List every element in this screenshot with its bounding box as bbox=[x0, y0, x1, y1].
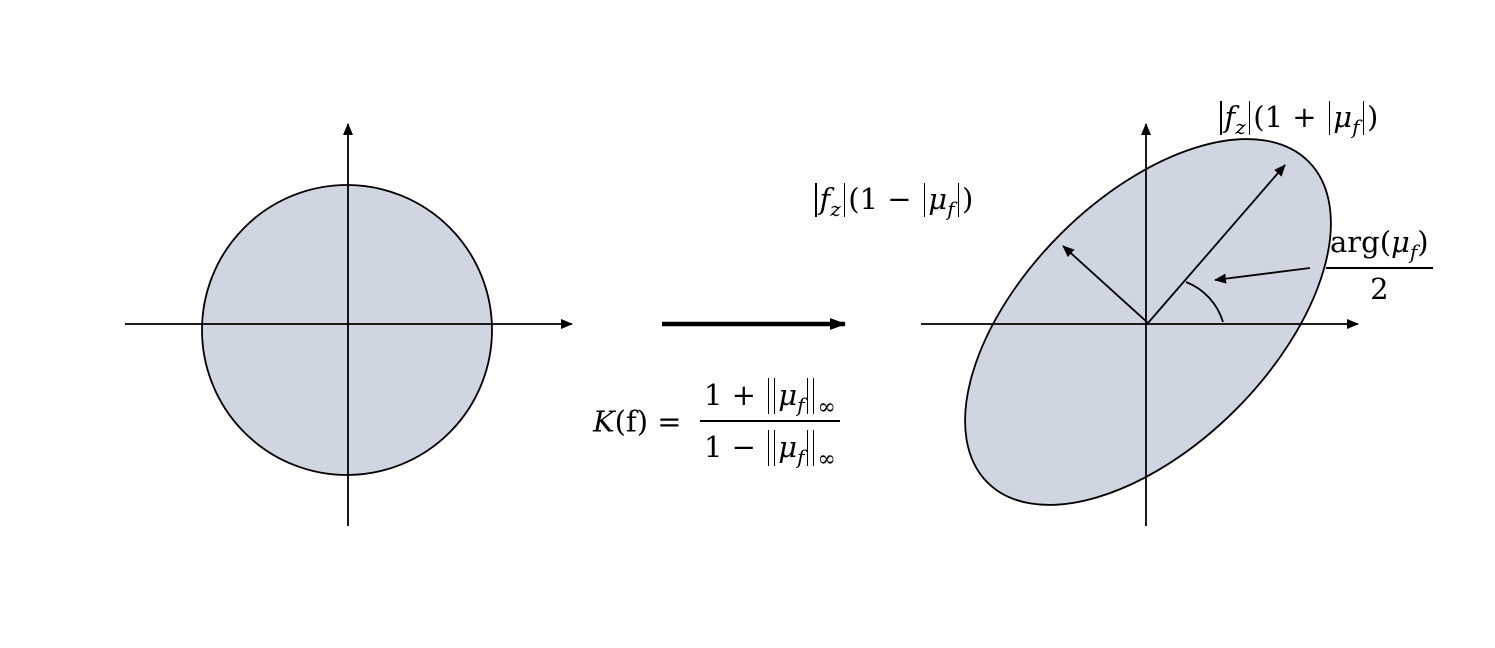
minor-f: f bbox=[819, 182, 831, 216]
minor-mu-sub: f bbox=[947, 197, 955, 221]
major-f-sub: z bbox=[1235, 115, 1246, 139]
angle-arc bbox=[1185, 281, 1224, 323]
angle-label: arg(μf) 2 bbox=[1326, 228, 1433, 304]
unit-disk bbox=[201, 184, 493, 476]
major-close: ) bbox=[1367, 100, 1379, 134]
angle-denominator: 2 bbox=[1370, 272, 1389, 306]
formula-den-mu: μ bbox=[778, 430, 798, 464]
formula-num-inf: ∞ bbox=[817, 395, 836, 420]
formula-den-inf: ∞ bbox=[817, 447, 836, 472]
angle-mu: μ bbox=[1391, 225, 1410, 259]
angle-arg: arg( bbox=[1330, 225, 1392, 259]
major-semi-axis-arrow bbox=[1147, 164, 1286, 324]
formula-equals: = bbox=[648, 404, 691, 439]
dilatation-formula: K(f) = 1 + μf∞ 1 − μf∞ bbox=[593, 378, 840, 471]
major-mu: μ bbox=[1333, 100, 1353, 134]
minor-mu: μ bbox=[928, 182, 948, 216]
angle-mu-sub: f bbox=[1409, 240, 1418, 264]
angle-close: ) bbox=[1417, 225, 1429, 259]
formula-arg: (f) bbox=[614, 404, 649, 439]
formula-K: K bbox=[593, 404, 615, 439]
major-axis-label: fz(1 + μf) bbox=[1217, 100, 1379, 137]
formula-num-mu-sub: f bbox=[797, 393, 805, 417]
angle-pointer-arrow bbox=[1214, 267, 1311, 284]
minor-semi-axis-arrow bbox=[1062, 245, 1149, 324]
major-f: f bbox=[1224, 100, 1236, 134]
minor-open: (1 − bbox=[848, 182, 921, 216]
minor-close: ) bbox=[962, 182, 974, 216]
formula-den-mu-sub: f bbox=[797, 445, 805, 469]
formula-num-mu: μ bbox=[778, 378, 798, 412]
minor-f-sub: z bbox=[830, 197, 841, 221]
formula-den-prefix: 1 − bbox=[704, 430, 766, 464]
major-open: (1 + bbox=[1253, 100, 1326, 134]
minor-axis-label: fz(1 − μf) bbox=[812, 182, 974, 219]
formula-num-prefix: 1 + bbox=[704, 378, 766, 412]
major-mu-sub: f bbox=[1352, 115, 1360, 139]
